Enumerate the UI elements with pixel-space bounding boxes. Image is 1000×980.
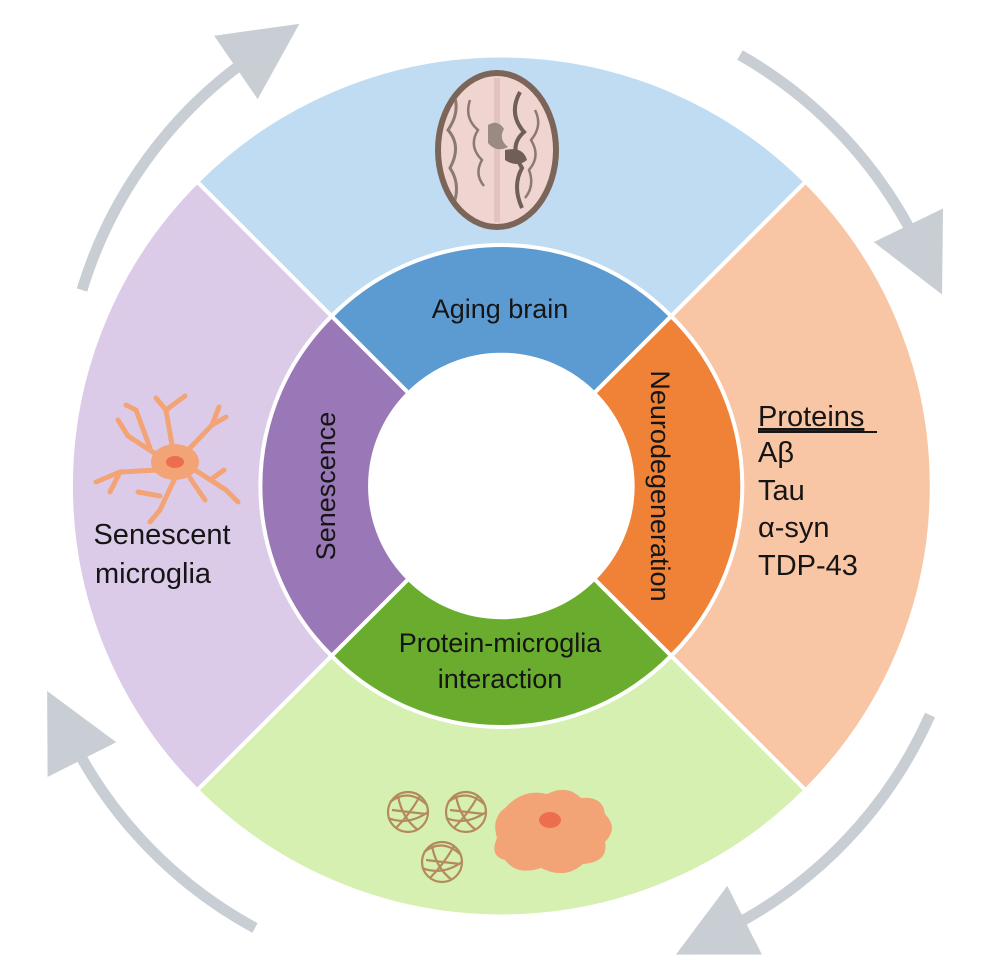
fibril-aggregate <box>386 790 430 834</box>
microglia-nucleus <box>166 456 184 468</box>
inner-segment-bottom <box>328 575 674 729</box>
label-aging-brain: Aging brain <box>432 294 569 324</box>
senescent-microglia-icon <box>93 393 241 525</box>
label-neurodegeneration: Neurodegeneration <box>645 370 675 601</box>
protein-item: Aβ <box>758 437 794 469</box>
center-hole <box>370 355 632 617</box>
protein-item: TDP-43 <box>758 550 858 582</box>
label-microglia: microglia <box>95 558 212 590</box>
label-interaction: interaction <box>438 664 563 694</box>
fibril-aggregate <box>444 790 488 834</box>
proteins-heading: Proteins <box>758 401 864 433</box>
protein-item: α-syn <box>758 512 830 544</box>
microglia-processes <box>93 393 241 525</box>
cycle-arrows <box>47 23 943 955</box>
arrow-top-right <box>737 50 943 295</box>
protein-item: Tau <box>758 475 805 507</box>
inner-segment-top <box>328 243 674 397</box>
inner-segment-right <box>591 313 745 659</box>
outer-ring <box>68 53 934 919</box>
inner-ring <box>258 243 745 729</box>
fibril-aggregate <box>420 840 464 884</box>
arrow-top-left <box>76 23 300 292</box>
protein-aggregates-microglia-icon <box>386 789 612 884</box>
arrow-bottom-right <box>675 712 936 955</box>
label-senescent: Senescent <box>93 519 230 551</box>
brain-mri-icon <box>435 70 559 230</box>
arrow-bottom-left <box>47 690 258 933</box>
microglia-amoeboid-body <box>494 789 612 874</box>
label-protein-microglia: Protein-microglia <box>399 628 603 658</box>
microglia-nucleus <box>539 812 561 828</box>
label-senescence: Senescence <box>311 412 341 561</box>
